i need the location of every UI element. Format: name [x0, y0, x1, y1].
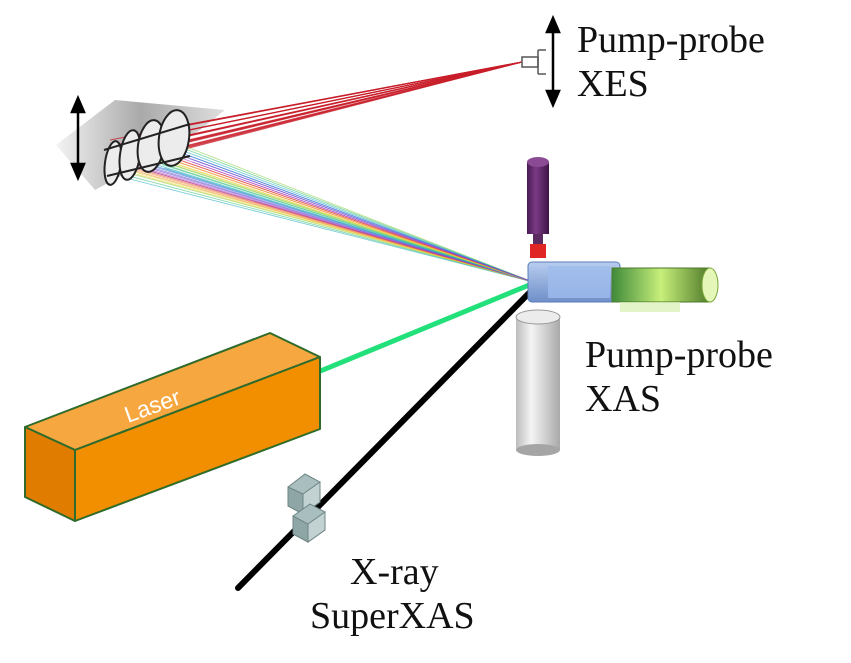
- xray-label-line-2: SuperXAS: [310, 595, 475, 637]
- xes-label: Pump-probe XES: [577, 18, 765, 106]
- xes-ray: [177, 61, 523, 134]
- xes-ray: [189, 61, 523, 125]
- spectrum-ray: [123, 176, 534, 283]
- spectrum-ray: [150, 170, 534, 283]
- xes-motion-arrow: [545, 14, 561, 109]
- analyzer-crystals: [103, 109, 191, 186]
- xes-detector: [521, 49, 546, 75]
- spectrum-ray: [148, 167, 534, 283]
- laser-beam: [317, 280, 535, 375]
- spectrum-ray: [164, 167, 534, 283]
- xas-label-line-1: Pump-probe: [585, 334, 773, 376]
- spectrum-ray: [137, 173, 534, 283]
- spectrum-ray: [134, 170, 534, 283]
- xas-label-line-2: XAS: [585, 378, 662, 420]
- xray-label: X-ray SuperXAS: [310, 550, 475, 638]
- xes-ray: [180, 61, 523, 139]
- spectrum-ray: [191, 161, 534, 283]
- xray-crystals: [287, 473, 326, 543]
- xes-ray-fan: [109, 61, 523, 162]
- sample-environment: [515, 157, 719, 456]
- spectrometer-motion-arrow: [70, 94, 86, 182]
- xas-label: Pump-probe XAS: [585, 333, 773, 421]
- xes-label-line-1: Pump-probe: [577, 19, 765, 61]
- spectrum-ray-fan: [111, 144, 534, 283]
- xes-ray: [183, 61, 523, 144]
- xray-label-line-1: X-ray: [350, 551, 439, 593]
- xray-beam: [235, 283, 539, 591]
- spectrum-ray: [178, 164, 534, 283]
- xes-ray: [186, 61, 523, 150]
- xes-label-line-2: XES: [577, 63, 649, 105]
- laser-box: [24, 332, 321, 522]
- spectrum-ray: [121, 173, 534, 283]
